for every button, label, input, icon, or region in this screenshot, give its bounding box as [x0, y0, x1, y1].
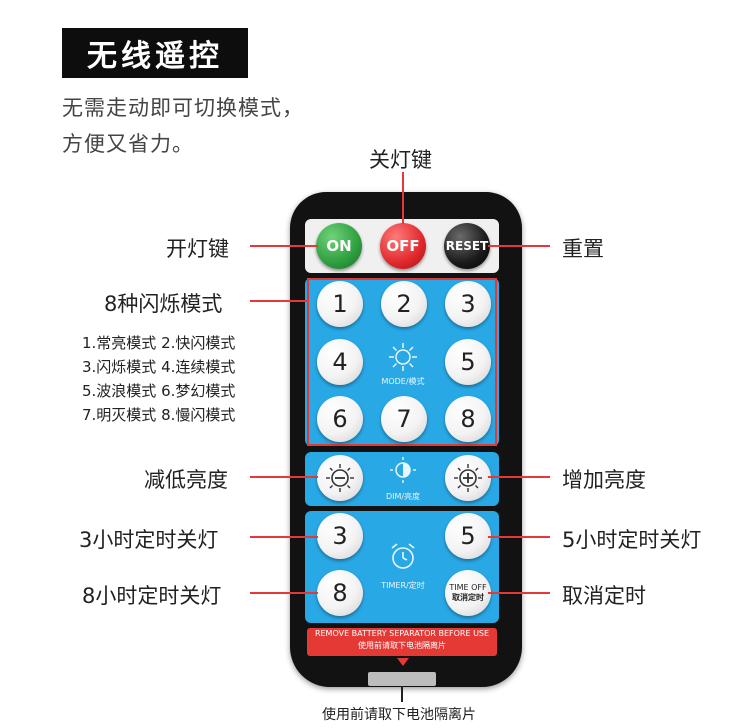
time-off-en-label: TIME OFF [449, 583, 487, 592]
timer-8h-button[interactable]: 8 [317, 570, 363, 616]
reset-label: 重置 [562, 237, 604, 261]
mode-1-label: 1 [332, 290, 348, 318]
cancel-timer-pointer [488, 592, 550, 594]
mode-5-label: 5 [460, 348, 476, 376]
on-key-pointer [250, 245, 318, 247]
off-button[interactable]: OFF [380, 223, 426, 269]
mode-4-label: 4 [332, 348, 348, 376]
dim-down-label: 减低亮度 [144, 468, 228, 492]
cancel-timer-label: 取消定时 [562, 584, 646, 608]
alarm-clock-icon [391, 543, 415, 569]
modes-list-line-4: 7.明灭模式 8.慢闪模式 [82, 406, 236, 424]
modes-list-line-2: 3.闪烁模式 4.连续模式 [82, 358, 236, 376]
mode-6-label: 6 [332, 405, 348, 433]
off-key-label: 关灯键 [369, 148, 432, 172]
mode-caption: MODE/模式 [381, 377, 425, 386]
flash-modes-pointer [250, 300, 307, 302]
timer-3h-pointer [250, 536, 318, 538]
battery-separator-strip: REMOVE BATTERY SEPARATOR BEFORE USE 使用前请… [307, 628, 497, 656]
subtitle-line-1: 无需走动即可切换模式， [62, 96, 304, 120]
on-button-label: ON [326, 237, 352, 255]
mode-button-6[interactable]: 6 [317, 396, 363, 442]
separator-label: 使用前请取下电池隔离片 [322, 707, 476, 723]
reset-button[interactable]: RESET [444, 223, 490, 269]
separator-pointer [401, 686, 403, 702]
mode-button-7[interactable]: 7 [381, 396, 427, 442]
dim-down-pointer [250, 476, 318, 478]
battery-separator-tab[interactable] [368, 672, 436, 686]
mode-button-3[interactable]: 3 [445, 281, 491, 327]
gear-icon [389, 343, 417, 371]
page-title: 无线遥控 [62, 28, 248, 78]
mode-7-label: 7 [396, 405, 412, 433]
mode-button-1[interactable]: 1 [317, 281, 363, 327]
strip-en-text: REMOVE BATTERY SEPARATOR BEFORE USE [314, 629, 490, 638]
flash-modes-label: 8种闪烁模式 [104, 292, 223, 316]
mode-button-5[interactable]: 5 [445, 339, 491, 385]
modes-list-line-1: 1.常亮模式 2.快闪模式 [82, 334, 236, 352]
time-off-button[interactable]: TIME OFF 取消定时 [445, 570, 491, 616]
mode-button-4[interactable]: 4 [317, 339, 363, 385]
reset-pointer [488, 245, 550, 247]
timer-8h-label: 8小时定时关灯 [82, 584, 222, 608]
timer-5h-pointer [488, 536, 550, 538]
timer-5h-label: 5小时定时关灯 [562, 528, 702, 552]
timer-caption: TIMER/定时 [381, 581, 425, 590]
mode-button-2[interactable]: 2 [381, 281, 427, 327]
on-key-label: 开灯键 [166, 237, 229, 261]
dim-down-button[interactable] [317, 455, 363, 501]
arrow-down-icon [397, 658, 409, 666]
brightness-down-icon [326, 464, 354, 492]
brightness-up-icon [454, 464, 482, 492]
dim-up-label: 增加亮度 [562, 468, 646, 492]
dim-up-button[interactable] [445, 455, 491, 501]
mode-highlight-frame [307, 278, 497, 446]
dim-up-pointer [488, 476, 550, 478]
mode-3-label: 3 [460, 290, 476, 318]
timer-3h-button[interactable]: 3 [317, 513, 363, 559]
mode-button-8[interactable]: 8 [445, 396, 491, 442]
dim-caption: DIM/亮度 [385, 492, 421, 501]
off-key-pointer [402, 172, 404, 224]
timer-5-label: 5 [460, 522, 476, 550]
sun-icon [390, 457, 416, 483]
mode-2-label: 2 [396, 290, 412, 318]
on-button[interactable]: ON [316, 223, 362, 269]
timer-8-label: 8 [332, 579, 348, 607]
modes-list-line-3: 5.波浪模式 6.梦幻模式 [82, 382, 236, 400]
timer-8h-pointer [250, 592, 318, 594]
subtitle-line-2: 方便又省力。 [62, 132, 194, 156]
timer-3h-label: 3小时定时关灯 [79, 528, 219, 552]
time-off-cn-label: 取消定时 [452, 593, 484, 602]
strip-cn-text: 使用前请取下电池隔离片 [358, 641, 446, 650]
reset-button-label: RESET [445, 239, 489, 253]
timer-3-label: 3 [332, 522, 348, 550]
timer-5h-button[interactable]: 5 [445, 513, 491, 559]
off-button-label: OFF [386, 237, 420, 255]
mode-8-label: 8 [460, 405, 476, 433]
